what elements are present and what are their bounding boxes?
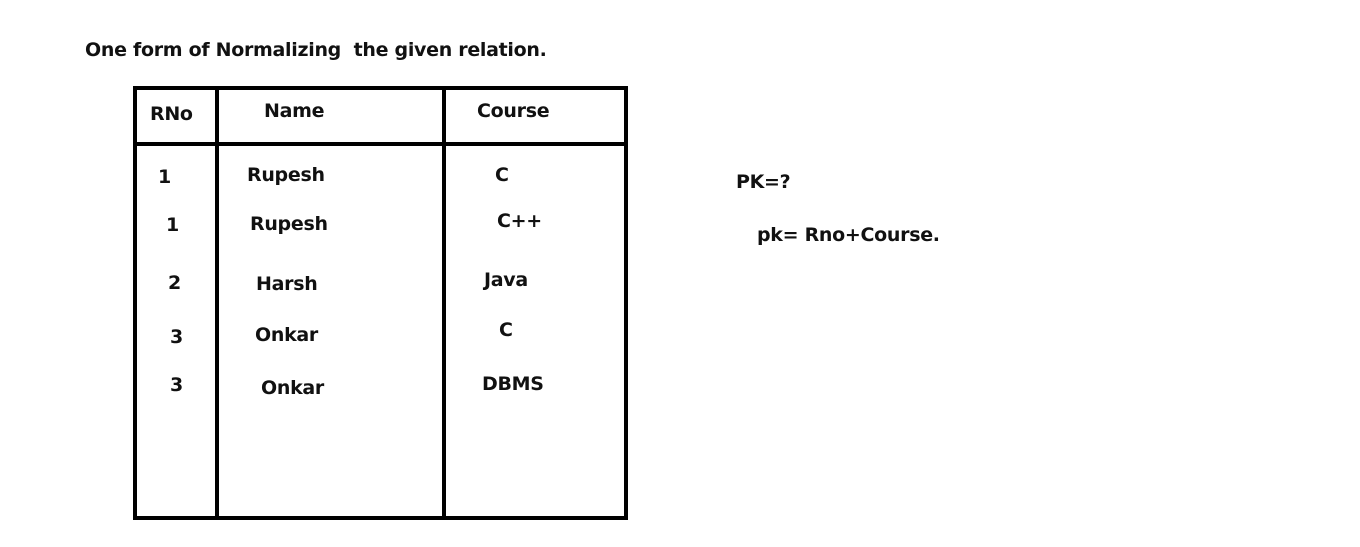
header-divider <box>137 142 624 146</box>
table-row-5-course: DBMS <box>482 373 544 395</box>
table-row-1-rno: 1 <box>158 166 171 188</box>
header-course: Course <box>477 100 550 122</box>
table-row-2-course: C++ <box>497 210 542 232</box>
header-name: Name <box>264 100 325 122</box>
primary-key-answer: pk= Rno+Course. <box>757 224 940 246</box>
table-row-2-name: Rupesh <box>250 213 328 235</box>
table-row-4-name: Onkar <box>255 324 319 346</box>
table-row-4-rno: 3 <box>170 326 183 348</box>
table-row-4-course: C <box>499 319 513 341</box>
table-row-3-course: Java <box>484 269 528 291</box>
relation-table <box>133 86 628 520</box>
header-rno: RNo <box>150 103 193 125</box>
table-row-3-name: Harsh <box>256 273 318 295</box>
table-row-1-name: Rupesh <box>247 164 325 186</box>
table-row-3-rno: 2 <box>168 272 181 294</box>
table-row-5-rno: 3 <box>170 374 183 396</box>
table-row-1-course: C <box>495 164 509 186</box>
diagram-title: One form of Normalizing the given relati… <box>85 39 547 61</box>
column-divider-rno-name <box>215 90 219 516</box>
table-row-2-rno: 1 <box>166 214 179 236</box>
table-row-5-name: Onkar <box>261 377 325 399</box>
primary-key-question: PK=? <box>736 171 791 193</box>
column-divider-name-course <box>442 90 446 516</box>
